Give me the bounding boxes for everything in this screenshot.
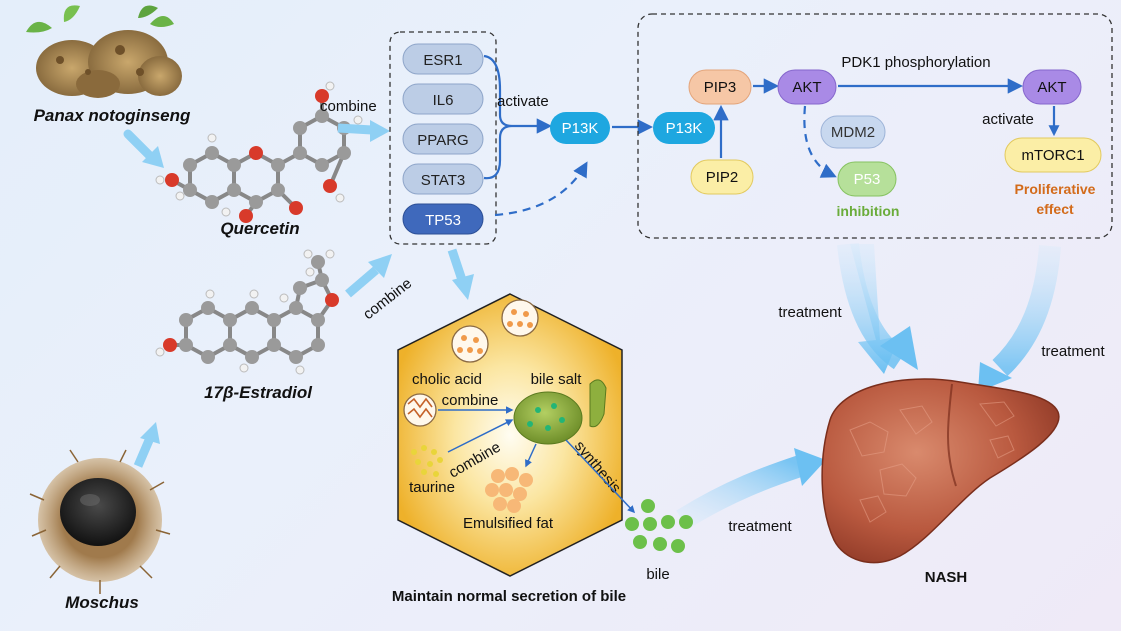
bile-hexagon	[397, 293, 623, 577]
emulsified-fat-icon	[485, 467, 533, 513]
moschus-image	[29, 449, 171, 594]
pip3-node: PIP3	[688, 69, 752, 105]
tp53-dashed-arrow	[494, 161, 588, 217]
combine-arrow-estradiol-head	[368, 254, 392, 278]
p13k-label-a: P13K	[562, 120, 599, 137]
liver-image	[821, 378, 1060, 564]
akt-label-1: AKT	[792, 79, 821, 96]
combine-arrow-quercetin	[337, 123, 373, 135]
emulsified-fat-label: Emulsified fat	[463, 515, 554, 532]
combine-arrow-quercetin-head	[370, 120, 390, 142]
treatment-label-3: treatment	[728, 518, 792, 535]
source-arrow-panax-head	[142, 146, 164, 168]
target-label: TP53	[425, 212, 461, 229]
moschus-label: Moschus	[65, 593, 139, 612]
bile-panel-caption: Maintain normal secretion of bile	[392, 588, 626, 605]
treatment-arrow-pathway-right-head	[978, 362, 1012, 392]
target-pill	[402, 43, 484, 75]
mtorc1-node: mTORC1	[1004, 137, 1102, 173]
combine-label-cholic: combine	[442, 392, 499, 409]
target-label: IL6	[433, 92, 454, 109]
bile-salt-label: bile salt	[531, 371, 583, 388]
akt-label-2: AKT	[1037, 79, 1066, 96]
nash-label: NASH	[925, 569, 968, 586]
quercetin-label: Quercetin	[220, 219, 299, 238]
taurine-label: taurine	[409, 479, 455, 496]
target-pill	[402, 163, 484, 195]
target-pparg: PPARG	[402, 123, 484, 155]
target-pill	[402, 123, 484, 155]
target-label: STAT3	[421, 172, 465, 189]
estradiol-label: 17β-Estradiol	[204, 383, 313, 402]
p53-node: P53	[837, 161, 897, 197]
target-esr1: ESR1	[402, 43, 484, 75]
pdk1-label: PDK1 phosphorylation	[841, 54, 990, 71]
combine-arrow-estradiol	[345, 266, 379, 298]
targets-to-bile-arrow-head	[452, 274, 474, 300]
target-pill	[402, 203, 484, 235]
gallbladder-icon	[513, 379, 607, 445]
inhibition-label: inhibition	[837, 203, 900, 219]
treatment-label-2: treatment	[1041, 343, 1105, 360]
pip3-label: PIP3	[704, 79, 737, 96]
treatment-arrow-pathway-left-head	[880, 326, 918, 370]
target-label: ESR1	[423, 52, 462, 69]
fat-droplet-icon-2	[451, 325, 489, 363]
treatment-arrow-pathway-right-body	[992, 245, 1061, 377]
akt-to-p53-dashed-arrow	[803, 105, 837, 178]
combine-label-quercetin: combine	[320, 98, 377, 115]
bile-droplets-icon	[625, 499, 693, 553]
cholic-acid-icon	[403, 393, 437, 427]
target-il6: IL6	[402, 83, 484, 115]
treatment-arrow-bile-head	[794, 448, 826, 486]
p13k-label-b: P13K	[666, 120, 703, 137]
mdm2-node: MDM2	[820, 115, 886, 149]
fat-droplet-icon-1	[501, 299, 539, 337]
target-pill	[402, 83, 484, 115]
activate-label-mtor: activate	[982, 111, 1034, 128]
taurine-icon	[411, 445, 443, 477]
p13k-node-a: P13K	[550, 112, 610, 144]
treatment-arrow-bile-body	[676, 455, 804, 530]
activate-label: activate	[497, 93, 549, 110]
source-arrow-moschus-head	[140, 422, 160, 444]
target-tp53: TP53	[402, 203, 484, 235]
pip2-node: PIP2	[690, 159, 754, 195]
p13k-node-b: P13K	[653, 112, 715, 144]
synthesis-arrow	[565, 439, 636, 514]
p53-label: P53	[854, 171, 881, 188]
pathway-box	[637, 13, 1113, 239]
mtorc1-label: mTORC1	[1021, 147, 1084, 164]
bile-label: bile	[646, 566, 669, 583]
targets-box	[389, 31, 497, 245]
estradiol-atoms	[155, 249, 339, 375]
bile-salt-to-fat-arrow	[525, 443, 537, 468]
taurine-combine-arrow	[447, 419, 514, 453]
target-label: PPARG	[417, 132, 468, 149]
akt-node-2: AKT	[1022, 69, 1082, 105]
panax-notoginseng-image	[26, 5, 182, 98]
treatment-label-1: treatment	[778, 304, 842, 321]
proliferative-label-2: effect	[1036, 201, 1074, 217]
targets-to-bile-arrow	[447, 248, 467, 282]
targets-brace	[483, 54, 513, 180]
akt-node-1: AKT	[777, 69, 837, 105]
pip2-label: PIP2	[706, 169, 739, 186]
source-arrow-moschus	[133, 436, 155, 468]
source-arrow-panax	[123, 129, 155, 161]
proliferative-label-1: Proliferative	[1015, 181, 1096, 197]
mdm2-label: MDM2	[831, 124, 875, 141]
panax-label: Panax notoginseng	[34, 106, 191, 125]
cholic-acid-label: cholic acid	[412, 371, 482, 388]
target-stat3: STAT3	[402, 163, 484, 195]
